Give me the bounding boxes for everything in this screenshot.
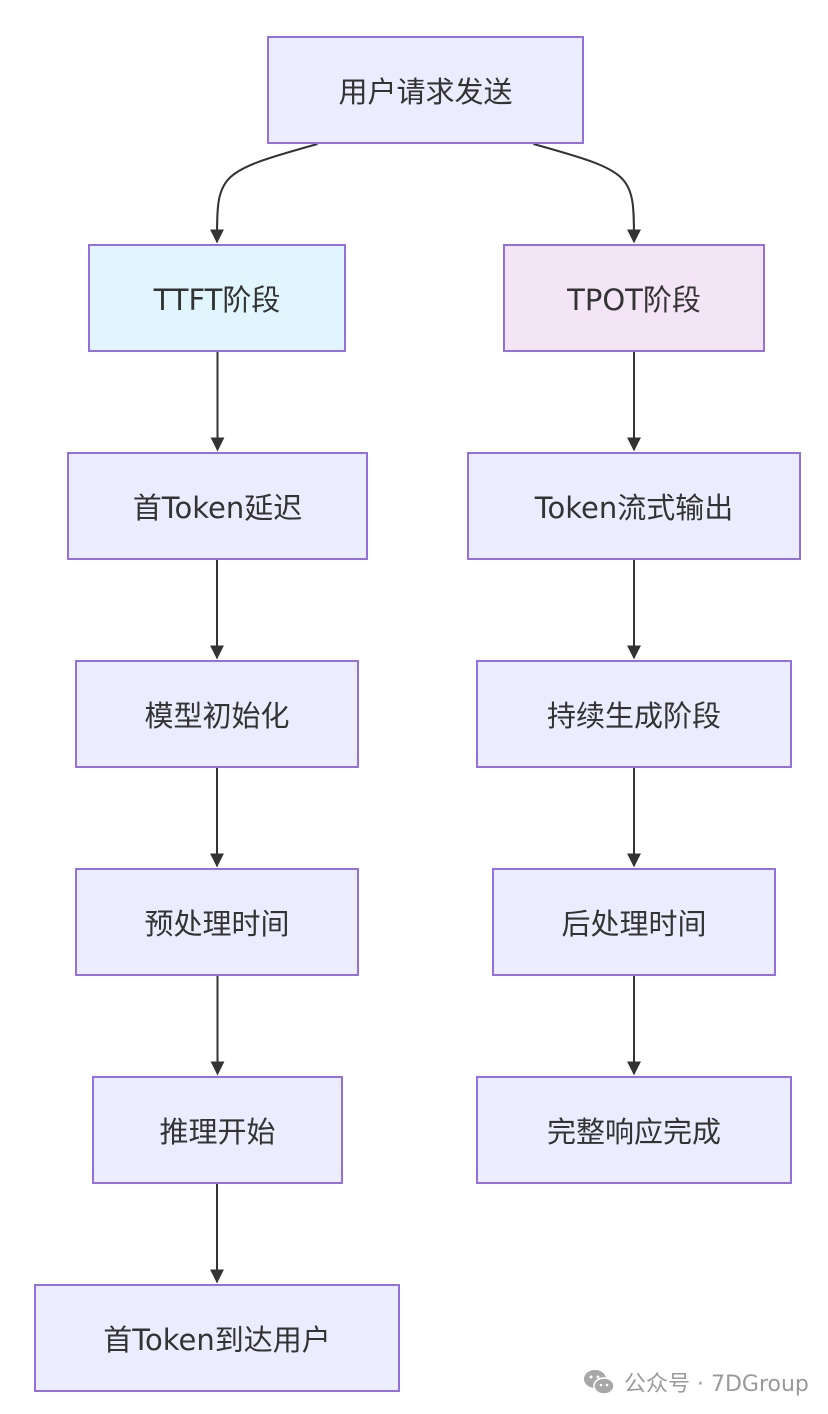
edge-user-request-to-ttft <box>210 143 318 244</box>
edge-user-request-to-tpot <box>533 143 641 244</box>
node-user-request: 用户请求发送 <box>267 36 584 144</box>
node-model-init: 模型初始化 <box>75 660 359 768</box>
node-inference-start: 推理开始 <box>92 1076 343 1184</box>
node-complete-response: 完整响应完成 <box>476 1076 792 1184</box>
node-token-stream-output: Token流式输出 <box>467 452 801 560</box>
node-continuous-generation: 持续生成阶段 <box>476 660 792 768</box>
node-first-token-latency: 首Token延迟 <box>67 452 368 560</box>
node-preprocess-time: 预处理时间 <box>75 868 359 976</box>
node-ttft-stage: TTFT阶段 <box>88 244 346 352</box>
node-tpot-stage: TPOT阶段 <box>503 244 765 352</box>
node-first-token-arrive: 首Token到达用户 <box>34 1284 400 1392</box>
wechat-icon <box>584 1370 615 1395</box>
watermark-text: 公众号 · 7DGroup <box>624 1372 809 1397</box>
watermark: 公众号 · 7DGroup <box>582 1364 809 1400</box>
node-postprocess-time: 后处理时间 <box>492 868 776 976</box>
